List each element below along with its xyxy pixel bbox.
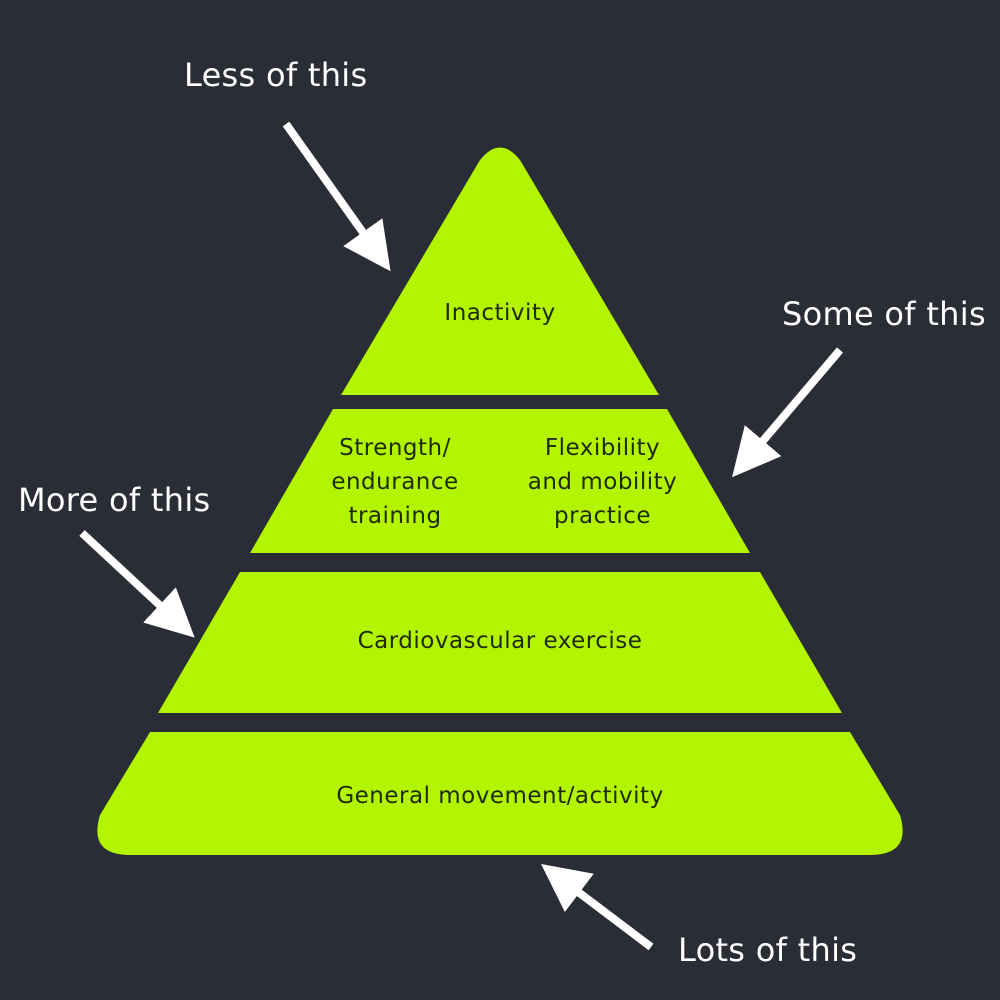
arrow-lots-icon: [541, 863, 654, 951]
pyramid-tier-base: [97, 732, 903, 855]
tier-label-general-movement-activity: General movement/activity: [336, 783, 664, 809]
annotation-more-of-this: More of this: [18, 481, 211, 519]
pyramid-tier-upper-middle: [250, 409, 750, 553]
tier-label-inactivity: Inactivity: [444, 300, 556, 326]
annotation-some-of-this: Some of this: [782, 295, 986, 333]
pyramid-tier-top: [341, 147, 659, 395]
annotation-less-of-this: Less of this: [184, 56, 368, 94]
tier-label-flexibility-mobility-practice: Flexibility and mobility practice: [527, 435, 678, 529]
pyramid-tier-lower-middle: [158, 572, 842, 713]
arrow-some-icon: [732, 347, 844, 478]
arrow-less-icon: [282, 121, 391, 272]
arrow-more-icon: [79, 530, 195, 638]
tier-label-cardiovascular-exercise: Cardiovascular exercise: [357, 628, 643, 654]
tier-label-strength-endurance-training: Strength/ endurance training: [331, 435, 459, 529]
annotation-lots-of-this: Lots of this: [678, 931, 858, 969]
